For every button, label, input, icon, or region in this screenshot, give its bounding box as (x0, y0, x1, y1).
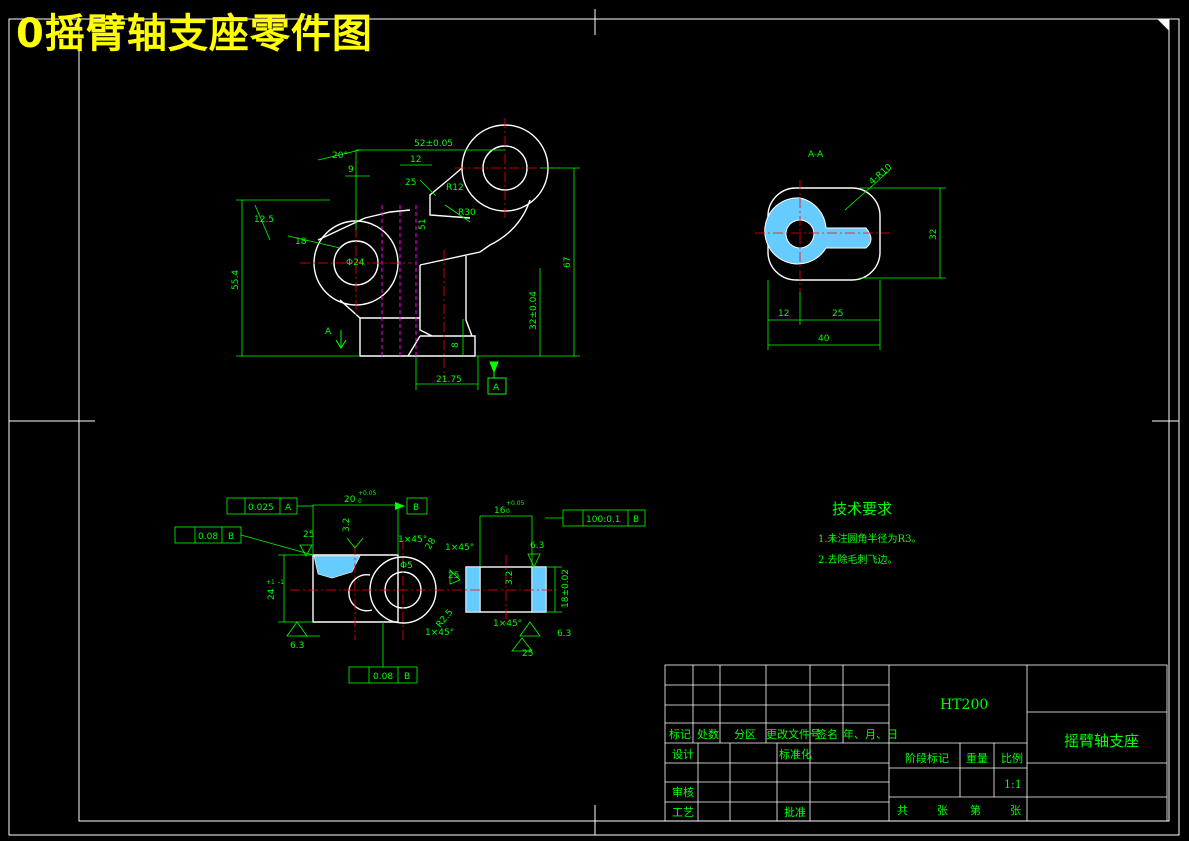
tb-role-standard: 标准化 (779, 747, 812, 761)
dim-r30: R30 (458, 208, 476, 218)
dim-20-deg: 20° (332, 151, 348, 161)
roughness-3-2-right: 3.2 (505, 571, 515, 585)
dim-52: 52±0.05 (414, 139, 453, 149)
tol-parallel2-val: 100:0.1 (586, 515, 621, 525)
dim-24-upper: +1 (266, 579, 275, 586)
title-block-labels: 标记 处数 分区 更改文件号 签名 年、月、日 设计 审核 工艺 标准化 批准 … (669, 727, 1023, 819)
tb-role-review: 审核 (672, 785, 694, 799)
tb-role-design: 设计 (672, 748, 694, 761)
tb-scale-label: 比例 (1001, 751, 1023, 765)
dim-4-r10: 4-R10 (868, 162, 895, 187)
tol-parallel-datum: A (285, 503, 292, 513)
front-view: 52±0.05 12 9 20° 25 R12 R30 12.5 18 Φ24 … (231, 118, 580, 395)
tech-requirement-item: 1.未注圆角半径为R3。 (818, 534, 922, 545)
tb-sheet-index: 第 (970, 803, 981, 817)
chamfer-2: 1×45° (445, 543, 474, 553)
title-block-grid (664, 664, 1168, 822)
roughness-25-bottom: 25 (522, 649, 533, 659)
dim-51: 51 (418, 219, 428, 230)
dim-12-5: 12.5 (254, 215, 274, 225)
drawing-frame (8, 9, 1180, 836)
roughness-6-3-right: 6.3 (557, 629, 571, 639)
datum-b: B (413, 503, 419, 513)
dim-12: 12 (410, 155, 421, 165)
dim-r12: R12 (446, 183, 464, 193)
dim-18-tol: 18±0.02 (561, 569, 571, 608)
tb-sheet-unit2: 张 (1010, 804, 1021, 817)
page-title: 0摇臂轴支座零件图 (16, 11, 373, 57)
tech-requirements-title: 技术要求 (832, 500, 893, 518)
dim-dia5: Φ5 (400, 561, 413, 571)
section-label: A-A (808, 150, 824, 160)
tb-role-approve: 批准 (784, 805, 806, 819)
roughness-25-front: 25 (405, 178, 416, 188)
dim-32: 32±0.04 (529, 291, 539, 330)
dim-25-section: 25 (832, 309, 843, 319)
tech-requirement-item: 2.去除毛刺飞边。 (818, 555, 898, 566)
dim-67: 67 (563, 257, 573, 268)
tol-parallel-val: 0.025 (248, 503, 274, 513)
dim-20-lower: 0 (358, 498, 362, 505)
tb-header-count: 处数 (697, 728, 719, 741)
tb-header-mark: 标记 (669, 727, 691, 741)
dim-18: 18 (295, 237, 307, 247)
scale-value: 1:1 (1004, 778, 1022, 791)
tb-stage: 阶段标记 (905, 751, 949, 765)
tol-perp-val: 0.08 (198, 532, 218, 542)
datum-a: A (493, 383, 500, 393)
dim-dia24: Φ24 (346, 258, 365, 268)
tb-sheet-unit1: 张 (937, 804, 948, 817)
tol-perp2-datum: B (404, 672, 410, 682)
tol-perp2-val: 0.08 (373, 672, 393, 682)
dim-8: 8 (451, 342, 461, 348)
roughness-25-mid: 25 (448, 571, 459, 581)
dim-16-lower: 0 (506, 508, 510, 515)
dim-16-upper: +0.05 (506, 500, 525, 507)
dim-21-75: 21.75 (436, 375, 462, 385)
tb-header-zone: 分区 (734, 728, 756, 741)
dim-16-width: 16 (494, 506, 506, 516)
tb-header-doc: 更改文件号 (766, 727, 821, 741)
dim-20-width: 20 (344, 495, 356, 505)
dim-r2-5: R2.5 (435, 608, 456, 630)
dim-24: 24 (267, 588, 277, 600)
roughness-6-3-left: 6.3 (290, 641, 304, 651)
section-mark-left: A (325, 327, 332, 337)
dim-12-section: 12 (778, 309, 789, 319)
tb-weight: 重量 (966, 751, 988, 765)
tol-perp-datum: B (228, 532, 234, 542)
tb-header-date: 年、月、日 (843, 727, 898, 741)
dim-40-section: 40 (818, 334, 830, 344)
tb-sheet-total: 共 (897, 804, 908, 817)
material-label: HT200 (940, 697, 989, 713)
roughness-25-top: 25 (303, 530, 314, 540)
part-name-label: 摇臂轴支座 (1064, 732, 1140, 750)
dim-55-4: 55.4 (231, 270, 241, 290)
chamfer-4: 1×45° (425, 628, 454, 638)
dim-9: 9 (348, 165, 354, 175)
bottom-view: 0.025 A 0.08 B 100:0.1 B 0.08 B 20 +0.05… (174, 490, 646, 684)
tol-parallel2-datum: B (633, 515, 639, 525)
section-view: A-A 4-R10 32 12 25 40 (755, 150, 946, 350)
tb-role-process: 工艺 (672, 806, 694, 819)
roughness-6-3-top: 6.3 (530, 541, 544, 551)
tb-header-sign: 签名 (816, 727, 838, 741)
dim-32-section: 32 (929, 229, 939, 240)
roughness-3-2: 3.2 (342, 518, 352, 532)
dim-24-lower: -1 (278, 579, 284, 586)
dim-20-upper: +0.05 (358, 490, 377, 497)
chamfer-1: 1×45° (398, 535, 427, 545)
chamfer-3: 1×45° (493, 619, 522, 629)
